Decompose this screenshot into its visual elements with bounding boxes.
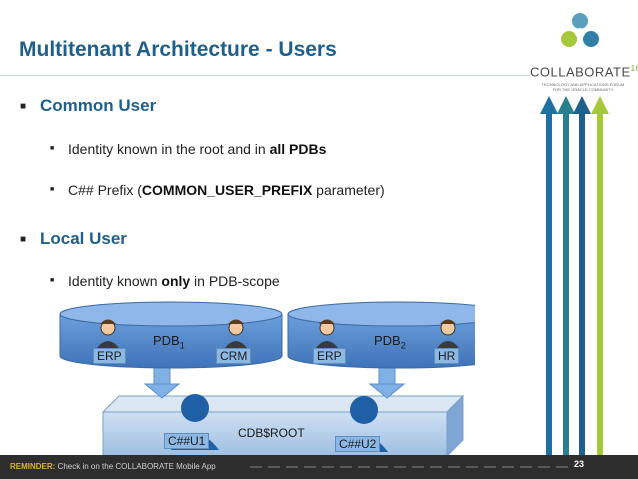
cdb-root-label: CDB$ROOT <box>238 426 305 440</box>
pdb1-user-erp: ERP <box>93 348 126 364</box>
bullet-marker: ■ <box>50 186 55 193</box>
bullet-local-user: Local User <box>40 229 127 248</box>
arrow-teal <box>557 96 575 456</box>
bullet-local-identity: Identity known only in PDB-scope <box>68 273 280 289</box>
page-number: 23 <box>574 459 585 469</box>
user-icon-erp2 <box>316 319 338 348</box>
bullet-marker: ■ <box>50 145 55 152</box>
arrow-pdb1-to-cdb <box>143 365 181 399</box>
logo-tagline: TECHNOLOGY AND APPLICATIONS FORUM FOR TH… <box>541 82 625 92</box>
bullet-common-user: Common User <box>40 96 157 115</box>
user-icon-hr <box>437 319 459 348</box>
bullet-common-prefix: C## Prefix (COMMON_USER_PREFIX parameter… <box>68 182 385 198</box>
pdb2-user-erp: ERP <box>313 348 346 364</box>
arrow-blue-2 <box>573 96 591 456</box>
footer-dashes <box>250 466 568 468</box>
pdb2-user-hr: HR <box>434 348 460 364</box>
bullet-marker: ■ <box>50 277 55 284</box>
pdb1-label: PDB1 <box>153 333 185 351</box>
bullet-marker: ■ <box>20 101 27 112</box>
slide-title: Multitenant Architecture - Users <box>19 38 337 61</box>
cdb-user-u2: C##U2 <box>335 436 381 452</box>
decorative-arrows <box>540 96 609 456</box>
collaborate-logo-icon <box>561 13 599 47</box>
cdb-user-u1: C##U1 <box>164 433 210 449</box>
arrow-pdb2-to-cdb <box>368 365 406 399</box>
user-icon-erp1 <box>97 319 119 348</box>
pdb1-user-crm: CRM <box>216 348 252 364</box>
arrow-blue-1 <box>540 96 558 456</box>
logo-wordmark: COLLABORATE16 <box>530 64 638 80</box>
bullet-common-identity: Identity known in the root and in all PD… <box>68 141 327 157</box>
arrow-green <box>591 96 609 456</box>
bullet-marker: ■ <box>20 234 27 245</box>
user-icon-crm <box>225 319 247 348</box>
footer-reminder: REMINDER: Check in on the COLLABORATE Mo… <box>10 462 216 471</box>
title-divider <box>0 75 530 76</box>
pdb2-label: PDB2 <box>374 333 406 351</box>
